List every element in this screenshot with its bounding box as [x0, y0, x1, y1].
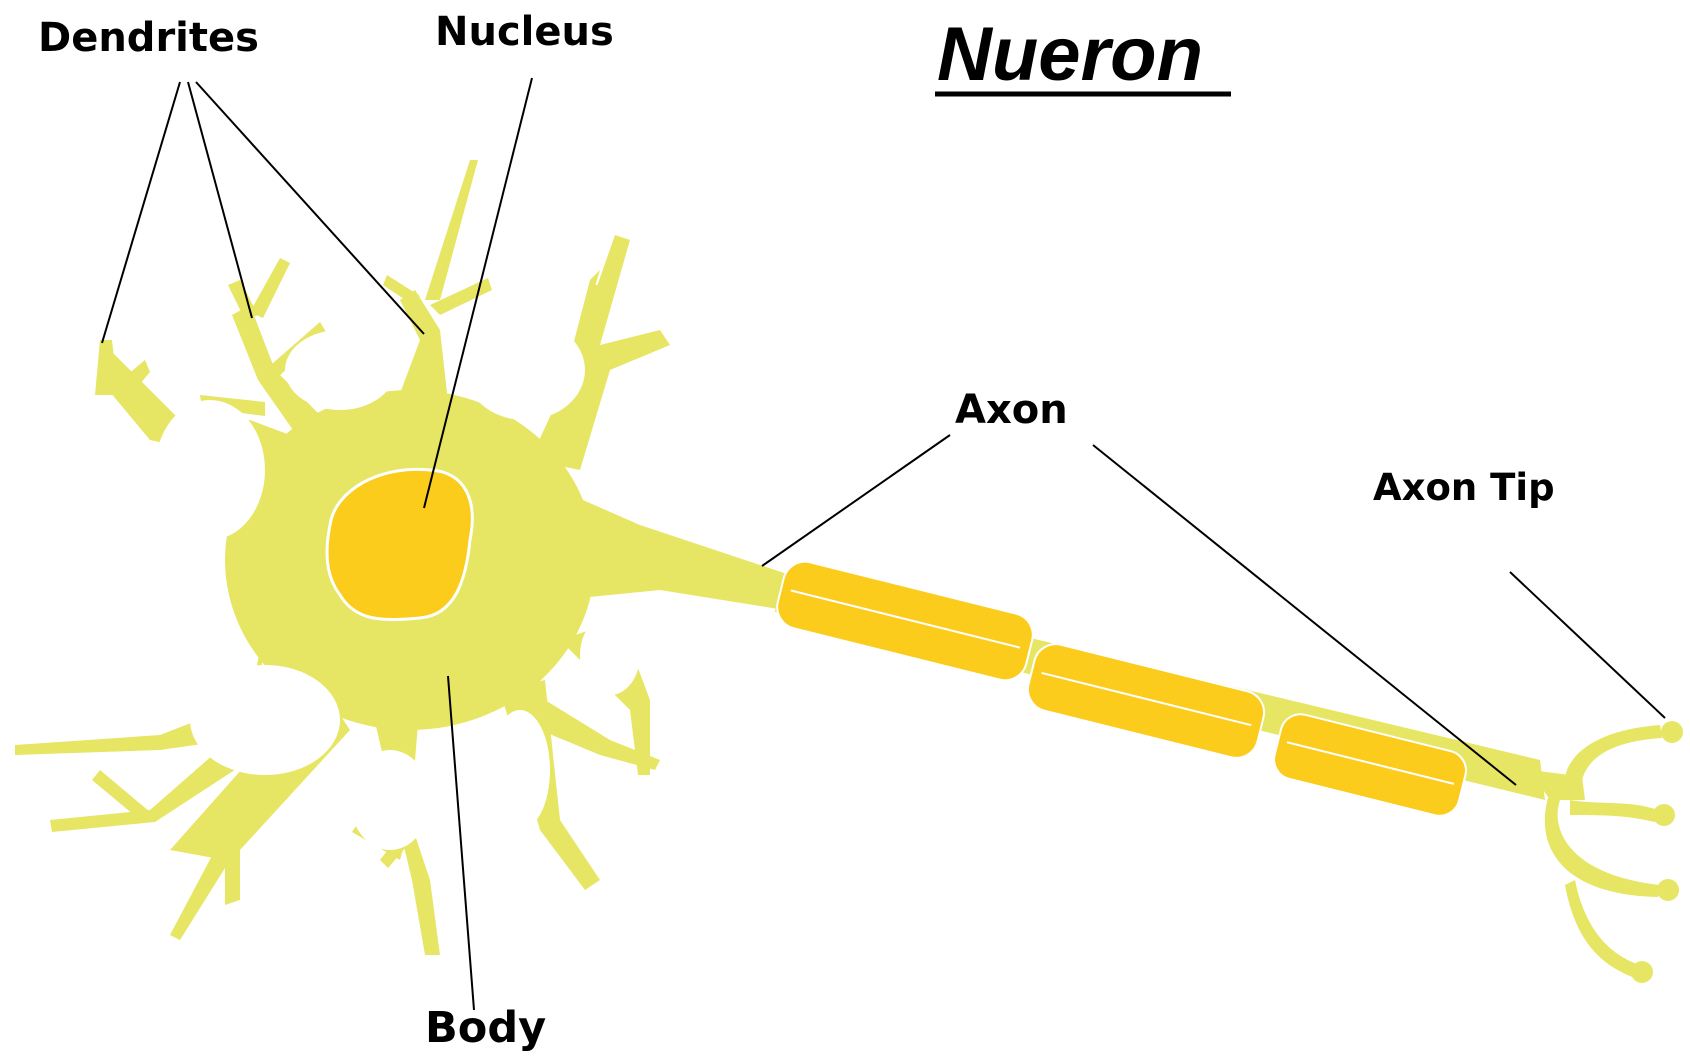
diagram-title: Nueron [937, 12, 1203, 97]
myelin-segment [773, 557, 1038, 685]
gap [490, 710, 550, 830]
title: Nueron [935, 12, 1231, 97]
gap [580, 615, 640, 695]
terminal-branch [1564, 725, 1662, 795]
nucleus-label: Nucleus [435, 9, 614, 55]
axon-hillock [560, 490, 790, 610]
terminal-bulb [1631, 961, 1653, 983]
terminal-bulb [1661, 721, 1683, 743]
nucleus-shape [327, 469, 472, 619]
gap [155, 400, 265, 540]
gap [285, 330, 395, 410]
dendrite [250, 258, 290, 318]
myelin-sheath [773, 557, 1471, 820]
leader-line-dendrites [188, 82, 252, 318]
dendrite [425, 160, 478, 300]
terminal-branch [1570, 800, 1658, 822]
terminal-bulb [1653, 804, 1675, 826]
leader-line-axon [762, 435, 950, 566]
myelin-segment [1023, 639, 1268, 762]
gap [190, 665, 340, 775]
leader-line-axon-tip [1510, 572, 1665, 718]
leader-line-dendrites [196, 82, 424, 334]
dendrite [95, 340, 118, 395]
axon-terminal [1530, 721, 1683, 983]
gap [350, 750, 430, 850]
terminal-bulb [1657, 879, 1679, 901]
dendrite [92, 770, 150, 820]
leader-line-body [448, 676, 474, 1010]
axon-label: Axon [955, 387, 1068, 433]
leader-line-dendrites [102, 82, 180, 343]
axon-tip-label: Axon Tip [1373, 466, 1555, 509]
dendrite [170, 850, 230, 940]
body-label: Body [425, 1003, 546, 1053]
cell-body [15, 160, 790, 955]
gap [465, 320, 585, 420]
axon [773, 557, 1545, 820]
dendrites-label: Dendrites [38, 15, 259, 61]
